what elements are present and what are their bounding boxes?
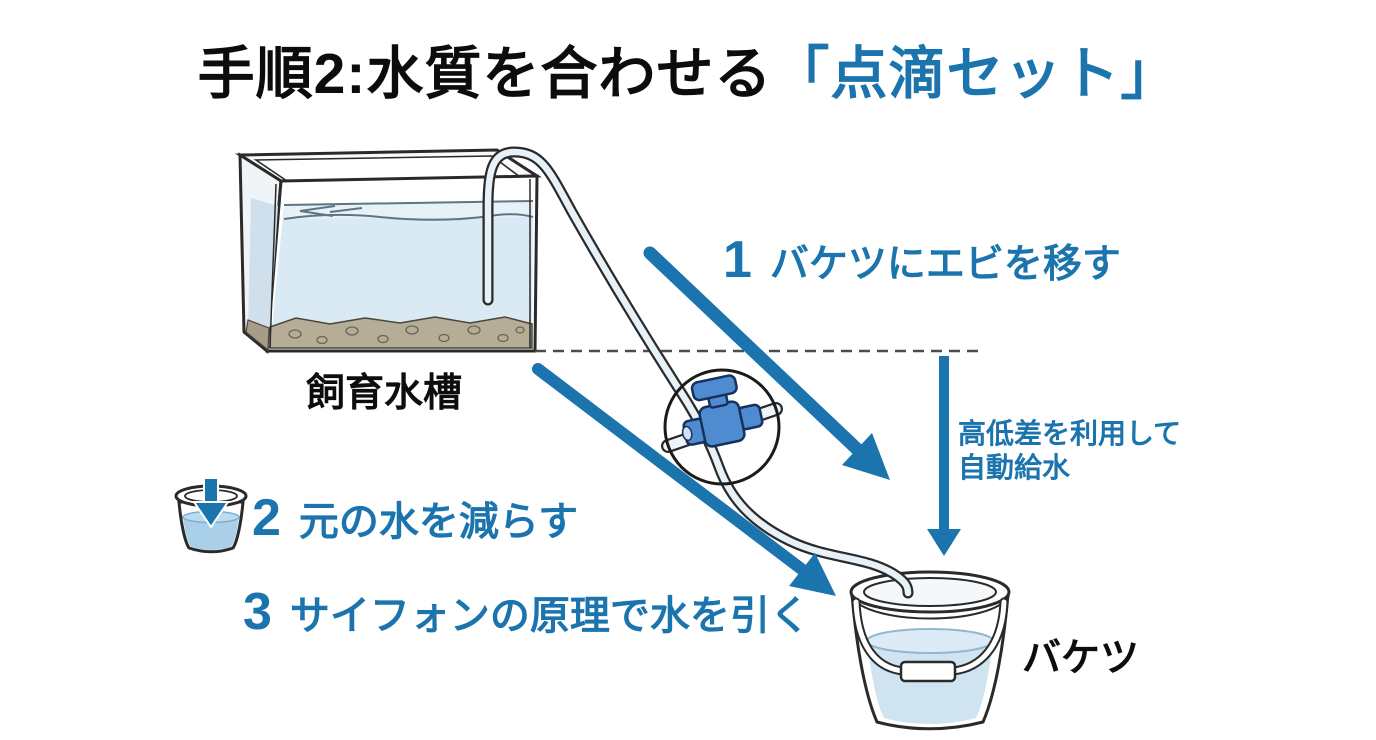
draining-bucket-icon	[174, 477, 248, 554]
arrow-transfer-icon	[643, 246, 890, 480]
airline-tube	[482, 146, 914, 599]
step-1-number: 1	[723, 231, 752, 289]
mini-down-arrow-icon	[192, 477, 230, 529]
title-highlight: 「点滴セット」	[772, 42, 1179, 106]
gravity-note-line2: 自動給水	[958, 452, 1071, 483]
step-1-label: バケツにエビを移す	[769, 243, 1121, 286]
bucket-water-surface	[866, 628, 994, 654]
step-1: 1 バケツにエビを移す	[723, 234, 1121, 286]
page-title: 手順2:水質を合わせる「点滴セット」	[0, 28, 1376, 110]
arrow-siphon-icon	[532, 363, 836, 596]
step-2: 2 元の水を減らす	[252, 492, 578, 544]
step-3-label: サイフォンの原理で水を引く	[289, 594, 810, 638]
gravity-note-line1: 高低差を利用して	[958, 418, 1182, 449]
stopcock-valve-icon	[681, 374, 764, 448]
step-3: 3 サイフォンの原理で水を引く	[243, 586, 810, 638]
gravel-pebbles	[288, 325, 525, 345]
bucket-label: バケツ	[1022, 637, 1140, 680]
gravity-note: 高低差を利用して 自動給水	[958, 417, 1181, 485]
aquarium-tank-illustration	[234, 148, 542, 354]
step-3-number: 3	[243, 583, 272, 641]
title-prefix: 手順2:水質を合わせる	[197, 42, 773, 106]
bucket-handle	[851, 597, 1009, 683]
step-2-number: 2	[252, 489, 281, 547]
arrow-gravity-icon	[927, 356, 961, 556]
step-2-label: 元の水を減らす	[298, 500, 579, 544]
tank-label: 飼育水槽	[306, 372, 463, 415]
magnifier-circle-icon	[661, 368, 783, 486]
